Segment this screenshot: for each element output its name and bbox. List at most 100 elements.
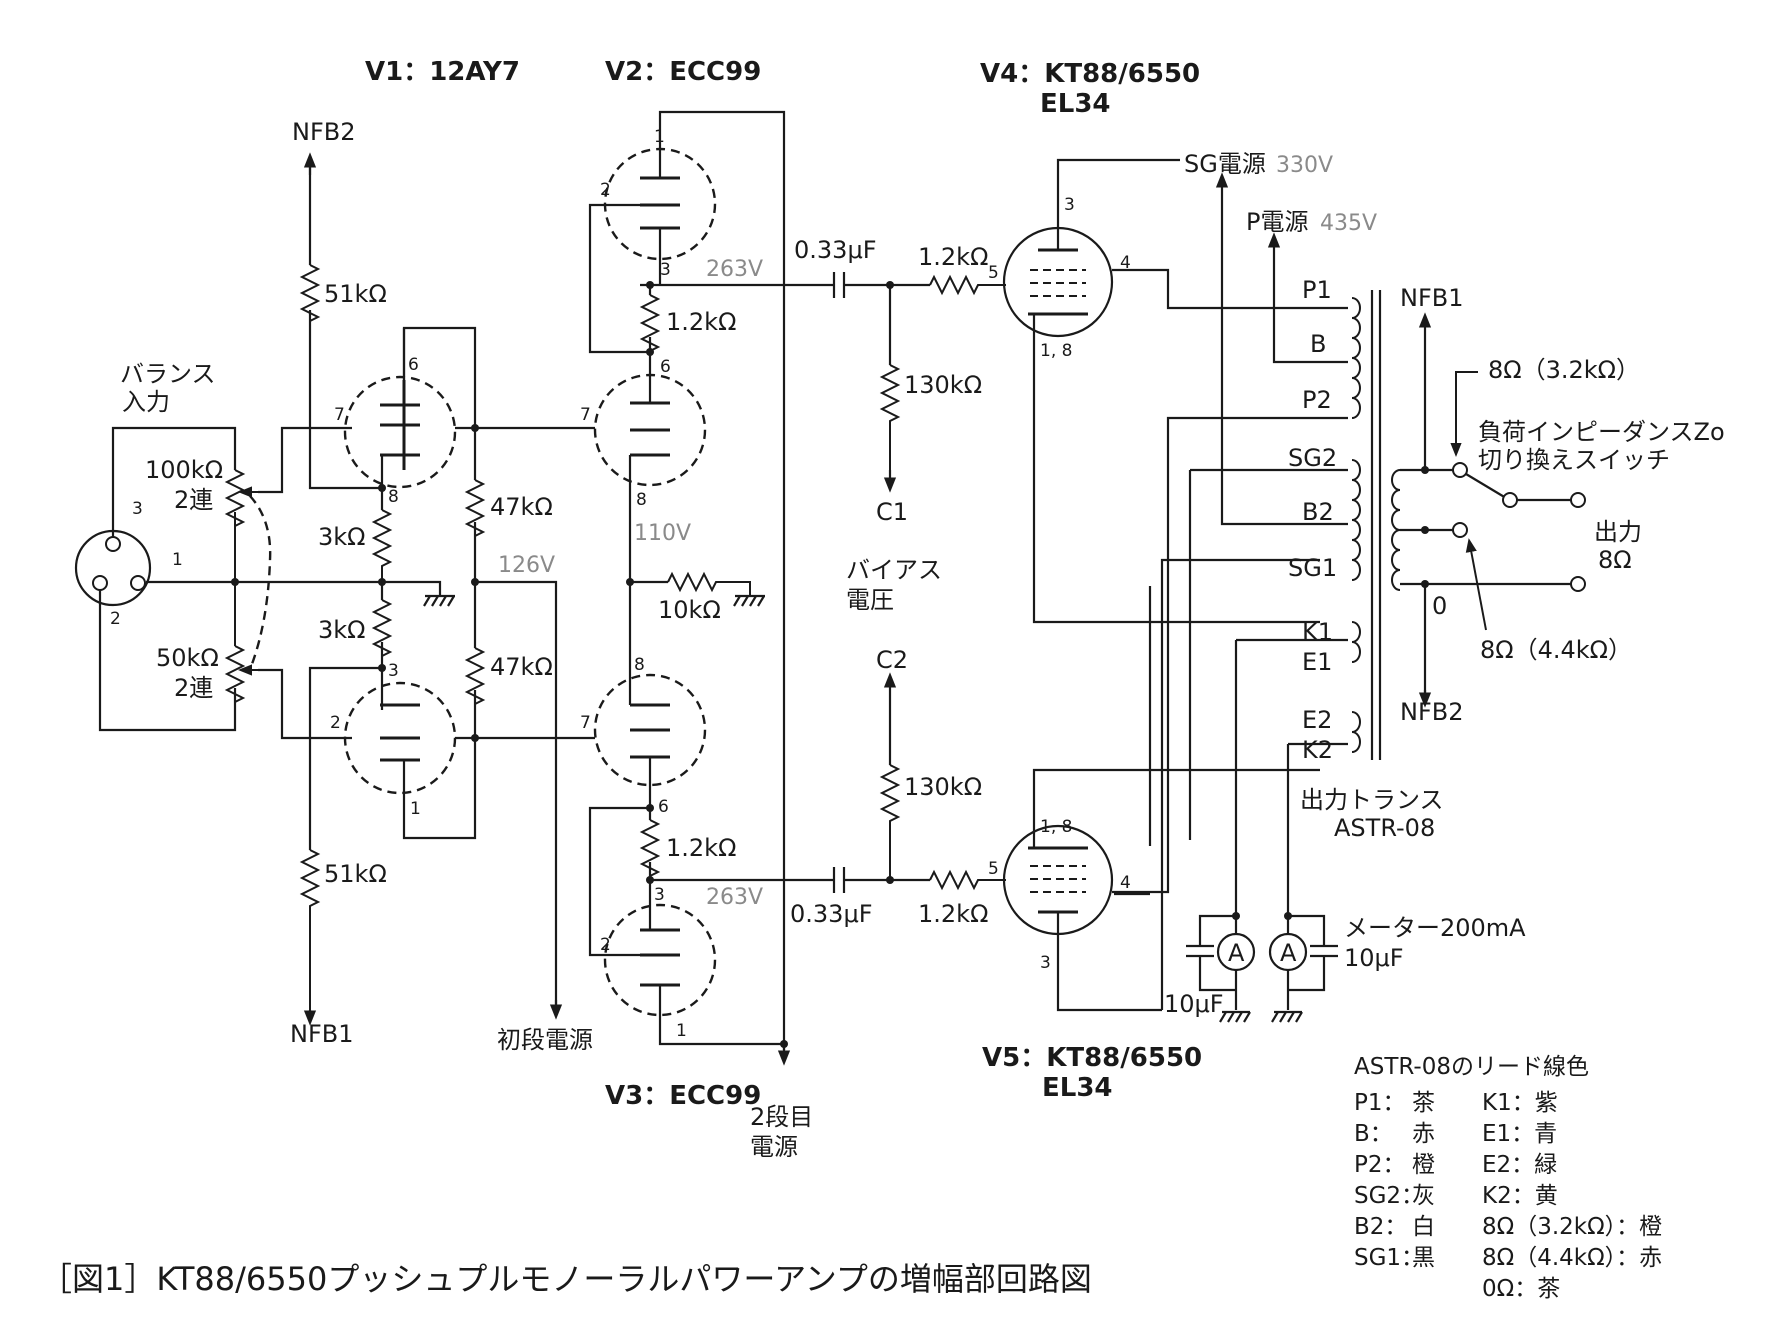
legend-cell: K1：紫: [1482, 1090, 1558, 1116]
r-12k-g5: [929, 869, 1006, 891]
p-supply-label: P電源: [1246, 208, 1308, 236]
c-10u-left-label: 10μF: [1164, 990, 1224, 1018]
balance-input-label-2: 入力: [122, 388, 170, 416]
legend-cell: 白: [1412, 1214, 1435, 1240]
r-51k-bottom: [299, 849, 321, 1010]
v5-pin-3: 3: [1040, 953, 1051, 973]
r-3k-top-label: 3kΩ: [318, 523, 366, 551]
t-k2-label: K2: [1302, 736, 1333, 764]
c-033-top: [828, 272, 930, 298]
figure-caption: ［図1］KT88/6550プッシュプルモノーラルパワーアンプの増幅部回路図: [40, 1260, 1092, 1298]
v3-pin-7: 7: [580, 713, 591, 733]
r-12k-v3: [639, 819, 661, 877]
legend-cell: 0Ω：茶: [1482, 1276, 1560, 1302]
pot-50k-gang: 2連: [174, 674, 213, 702]
tap-8-44-label: 8Ω（4.4kΩ）: [1480, 636, 1632, 664]
otrans-label: 出力トランス: [1300, 786, 1444, 814]
v3-pin-6: 6: [658, 797, 669, 817]
r-12k-v2: [639, 294, 661, 352]
nfb2-top-label: NFB2: [292, 118, 356, 146]
legend-cell: 茶: [1412, 1090, 1435, 1116]
svg-text:A: A: [1280, 939, 1297, 967]
second-stage-supply-label: 2段目: [750, 1103, 813, 1131]
v3-pin-2: 2: [600, 935, 611, 955]
v4-label: V4：KT88/6550: [980, 59, 1200, 89]
zo-switch[interactable]: [1452, 462, 1518, 538]
r-47k-bottom: [464, 647, 486, 705]
output-terminal-plus[interactable]: [1570, 492, 1586, 508]
first-stage-supply-label: 初段電源: [497, 1026, 593, 1054]
v1-pin-3: 3: [388, 661, 399, 681]
tap-0-label: 0: [1432, 592, 1447, 620]
balance-input-label: バランス: [120, 360, 216, 388]
pot-100k: [224, 469, 258, 582]
v1-label: V1：12AY7: [365, 57, 520, 87]
t-sg1-label: SG1: [1288, 554, 1337, 582]
pot-100k-label: 100kΩ: [145, 456, 223, 484]
sg-supply-voltage: 330V: [1276, 153, 1333, 178]
r-12k-v3-label: 1.2kΩ: [666, 834, 736, 862]
t-b-label: B: [1310, 330, 1326, 358]
t-e2-label: E2: [1302, 706, 1332, 734]
v-126-label: 126V: [498, 553, 555, 578]
sg-supply-label: SG電源: [1184, 150, 1266, 178]
legend-cell: 黒: [1412, 1245, 1435, 1271]
v1-pin-8: 8: [388, 487, 399, 507]
r-3k-top: [371, 509, 393, 582]
r-51k-top: [299, 264, 321, 488]
output-impedance-label: 8Ω: [1598, 546, 1632, 574]
legend-cell: 灰: [1412, 1183, 1435, 1209]
c-033-bottom-label: 0.33μF: [790, 900, 873, 928]
gang-link: [249, 495, 272, 665]
legend-cell: E1：青: [1482, 1121, 1557, 1147]
tap-8-32-label: 8Ω（3.2kΩ）: [1488, 356, 1640, 384]
legend-cell: SG1：: [1354, 1245, 1424, 1271]
nfb2-right-label: NFB2: [1400, 698, 1464, 726]
v3-pin-8: 8: [634, 655, 645, 675]
r-12k-g4: [929, 274, 1006, 296]
r-3k-bottom-label: 3kΩ: [318, 616, 366, 644]
t-p2-label: P2: [1302, 386, 1332, 414]
legend-cell: B：: [1354, 1121, 1393, 1147]
v1-pin-6: 6: [408, 355, 419, 375]
meter-left: A: [1216, 932, 1256, 972]
r-130k-bottom-label: 130kΩ: [904, 773, 982, 801]
v1-pin-1: 1: [410, 799, 421, 819]
v2-label: V2：ECC99: [605, 57, 761, 87]
output-terminal-minus[interactable]: [1570, 576, 1586, 592]
v2-pin-6: 6: [660, 357, 671, 377]
v3-upper-triode: [593, 673, 707, 787]
output-transformer: [1351, 290, 1401, 760]
xlr-pin-2: 2: [110, 609, 121, 629]
legend-cell: 赤: [1412, 1121, 1435, 1147]
xlr-pin-1: 1: [172, 550, 183, 570]
v2-pin-3: 3: [660, 260, 671, 280]
xlr-input-connector: [74, 529, 152, 607]
legend-cell: B2：: [1354, 1214, 1407, 1240]
v1-pin-7: 7: [334, 405, 345, 425]
t-e1-label: E1: [1302, 648, 1332, 676]
legend-cell: 8Ω（4.4kΩ）：赤: [1482, 1245, 1662, 1271]
v3-lower-triode: [603, 903, 717, 1017]
c2-label: C2: [876, 646, 908, 674]
c1-label: C1: [876, 498, 908, 526]
t-b2-label: B2: [1302, 498, 1334, 526]
r-12k-g5-label: 1.2kΩ: [918, 900, 988, 928]
v4-pin-18: 1, 8: [1040, 341, 1072, 361]
v1-top-triode: [343, 375, 457, 489]
legend-cell: K2：黄: [1482, 1183, 1558, 1209]
c-033-top-label: 0.33μF: [794, 236, 877, 264]
v5-label: V5：KT88/6550: [982, 1043, 1202, 1073]
legend-cell: 8Ω（3.2kΩ）：橙: [1482, 1214, 1662, 1240]
v4-pin-3: 3: [1064, 195, 1075, 215]
second-stage-supply-label-2: 電源: [750, 1133, 798, 1161]
pot-100k-gang: 2連: [174, 486, 213, 514]
r-3k-bottom: [371, 599, 393, 657]
nfb1-bottom-label: NFB1: [290, 1020, 354, 1048]
v-263-bottom-label: 263V: [706, 885, 763, 910]
legend-cell: P2：: [1354, 1152, 1406, 1178]
svg-text:A: A: [1228, 939, 1245, 967]
